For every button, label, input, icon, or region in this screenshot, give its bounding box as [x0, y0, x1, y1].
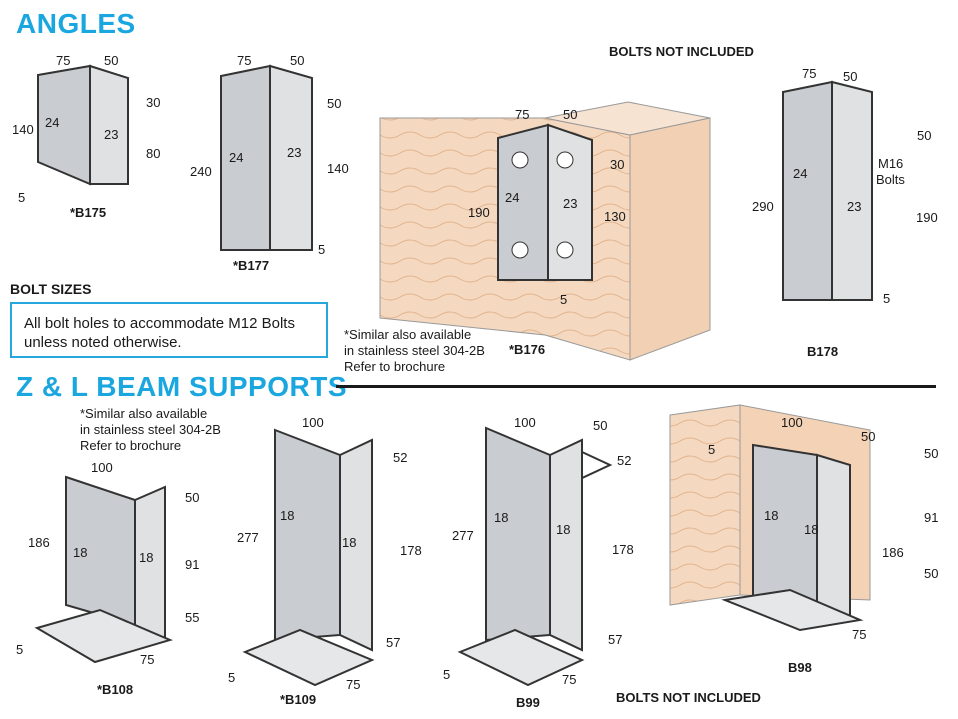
b176-bracket	[497, 123, 593, 281]
section-divider	[336, 385, 936, 388]
label-b177: *B177	[233, 258, 270, 273]
b178-bracket	[782, 80, 873, 301]
label-b175: *B175	[70, 205, 107, 220]
angles-heading: ANGLES	[16, 8, 136, 39]
b108-bracket	[34, 475, 173, 664]
label-b99: B99	[516, 695, 540, 710]
b177-bracket	[220, 64, 313, 251]
b98-bracket	[721, 443, 864, 632]
bolts-not-included-bottom: BOLTS NOT INCLUDED	[616, 690, 761, 705]
b99-bracket	[457, 426, 613, 687]
bolt-sizes-box: All bolt holes to accommodate M12 Bolts …	[10, 302, 328, 358]
b109-bracket	[242, 428, 375, 687]
label-b178: B178	[807, 344, 839, 359]
label-b109: *B109	[280, 692, 317, 707]
label-b108: *B108	[97, 682, 134, 697]
beam-supports-heading: Z & L BEAM SUPPORTS	[16, 371, 348, 402]
bolt-box-line2: unless noted otherwise.	[24, 334, 182, 351]
bolt-sizes-heading: BOLT SIZES	[10, 281, 92, 297]
label-b98: B98	[788, 660, 812, 675]
bolt-box-line1: All bolt holes to accommodate M12 Bolts	[24, 315, 295, 332]
bolts-not-included-top: BOLTS NOT INCLUDED	[609, 44, 754, 59]
label-b176: *B176	[509, 342, 546, 357]
b175-bracket	[37, 64, 129, 186]
